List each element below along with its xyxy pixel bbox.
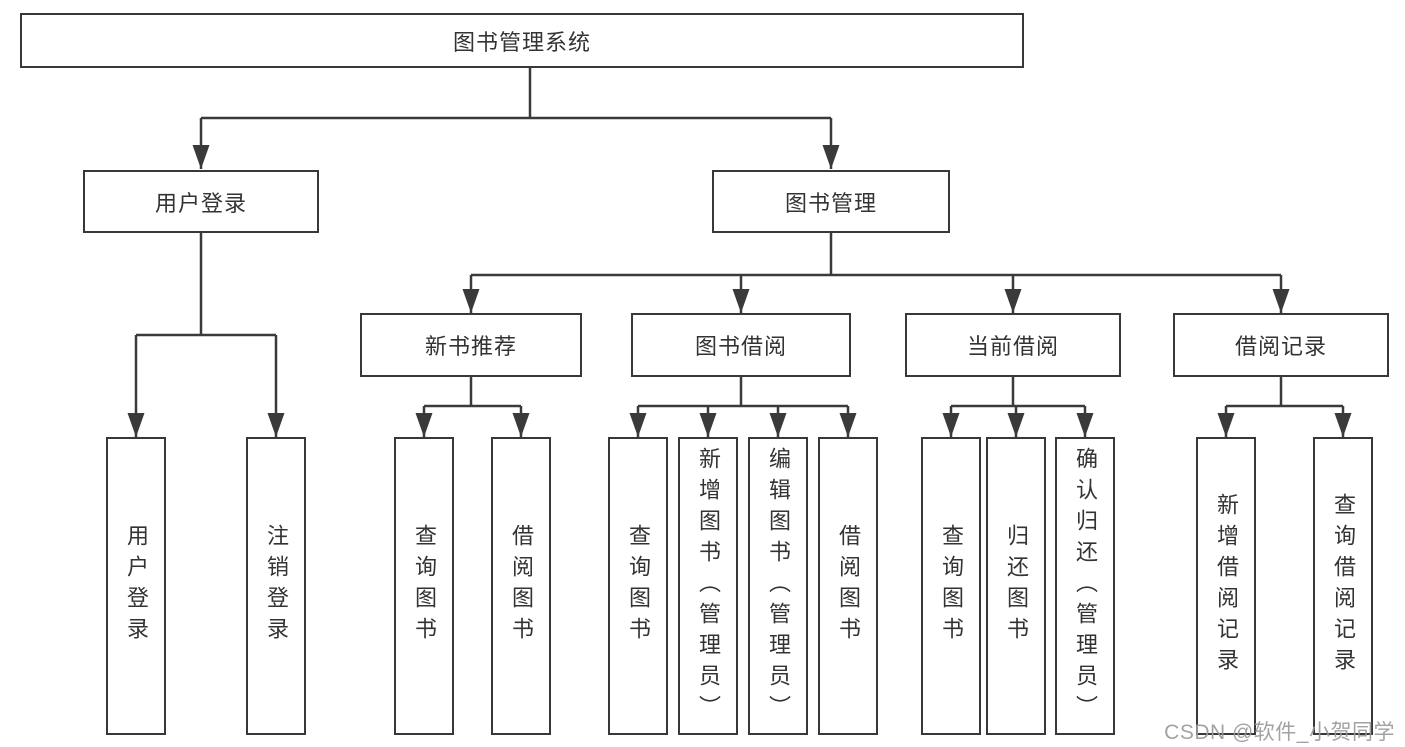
- arrowhead-icon: [1076, 413, 1094, 437]
- node-label: 图书管理: [784, 190, 877, 216]
- node-label: 查询图书: [626, 524, 651, 648]
- node-label: 新书推荐: [424, 334, 517, 359]
- leaf-logout-login: 注销登录: [246, 437, 306, 735]
- node-borrowing-records: 借阅记录: [1173, 313, 1389, 377]
- node-current-borrowing: 当前借阅: [905, 313, 1121, 377]
- arrowhead-icon: [822, 145, 840, 169]
- arrowhead-icon: [192, 145, 210, 169]
- arrowhead-icon: [769, 413, 787, 437]
- arrowhead-icon: [1217, 413, 1235, 437]
- node-label: 借阅图书: [836, 524, 861, 648]
- leaf-cb-return-books: 归还图书: [986, 437, 1046, 735]
- node-label: 用户登录: [154, 190, 247, 216]
- arrowhead-icon: [462, 289, 480, 313]
- leaf-bb-edit-books-admin: 编辑图书（管理员）: [748, 437, 808, 735]
- leaf-cb-confirm-return-admin: 确认归还（管理员）: [1055, 437, 1115, 735]
- arrowhead-icon: [699, 413, 717, 437]
- node-label: 编辑图书（管理员）: [766, 446, 791, 726]
- node-new-book-recommendation: 新书推荐: [360, 313, 582, 377]
- node-label: 图书借阅: [694, 334, 787, 359]
- arrowheads: [127, 145, 1352, 437]
- node-label: 查询借阅记录: [1331, 493, 1356, 679]
- node-label: 用户登录: [124, 524, 149, 648]
- tree-edges: [134, 68, 1345, 437]
- watermark-text: CSDN @软件_小贺同学: [1164, 721, 1395, 744]
- node-label: 新增图书（管理员）: [696, 446, 721, 726]
- arrowhead-icon: [127, 413, 145, 437]
- arrowhead-icon: [629, 413, 647, 437]
- arrowhead-icon: [1004, 289, 1022, 313]
- leaf-br-add-borrow-record: 新增借阅记录: [1196, 437, 1256, 735]
- arrowhead-icon: [839, 413, 857, 437]
- leaf-bb-query-books: 查询图书: [608, 437, 668, 735]
- arrowhead-icon: [732, 289, 750, 313]
- leaf-nbr-borrow-books: 借阅图书: [491, 437, 551, 735]
- arrowhead-icon: [512, 413, 530, 437]
- node-label: 归还图书: [1004, 524, 1029, 648]
- node-label: 确认归还（管理员）: [1073, 446, 1098, 726]
- arrowhead-icon: [267, 413, 285, 437]
- node-label: 图书管理系统: [452, 29, 591, 55]
- leaf-nbr-query-books: 查询图书: [394, 437, 454, 735]
- leaf-br-query-borrow-record: 查询借阅记录: [1313, 437, 1373, 735]
- arrowhead-icon: [415, 413, 433, 437]
- node-library-system: 图书管理系统: [20, 13, 1024, 68]
- arrowhead-icon: [1272, 289, 1290, 313]
- node-user-login: 用户登录: [83, 170, 319, 233]
- node-book-management: 图书管理: [712, 170, 950, 233]
- leaf-user-login: 用户登录: [106, 437, 166, 735]
- node-label: 注销登录: [264, 524, 289, 648]
- leaf-cb-query-books: 查询图书: [921, 437, 981, 735]
- leaf-bb-add-books-admin: 新增图书（管理员）: [678, 437, 738, 735]
- arrowhead-icon: [1007, 413, 1025, 437]
- node-label: 查询图书: [412, 524, 437, 648]
- node-label: 借阅图书: [509, 524, 534, 648]
- node-label: 新增借阅记录: [1214, 493, 1239, 679]
- node-label: 借阅记录: [1234, 334, 1327, 359]
- node-label: 查询图书: [939, 524, 964, 648]
- arrowhead-icon: [1334, 413, 1352, 437]
- arrowhead-icon: [942, 413, 960, 437]
- node-book-borrowing: 图书借阅: [631, 313, 851, 377]
- node-label: 当前借阅: [966, 334, 1059, 359]
- leaf-bb-borrow-books: 借阅图书: [818, 437, 878, 735]
